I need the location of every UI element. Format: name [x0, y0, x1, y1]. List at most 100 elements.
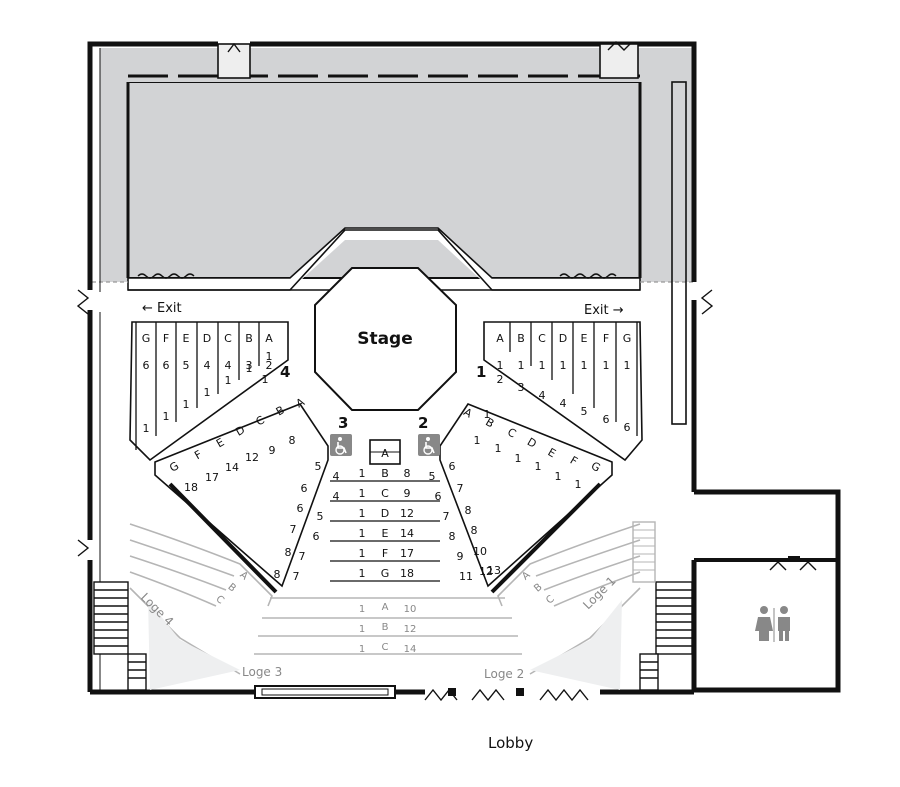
- loge-row-label: B: [382, 622, 389, 633]
- seat-number: 6: [603, 413, 610, 426]
- section-1-label: 1: [476, 363, 486, 381]
- seat-number: 5: [429, 470, 436, 483]
- seat-number: 7: [290, 523, 297, 536]
- seat-number: 6: [163, 359, 170, 372]
- seat-number: 1: [515, 452, 522, 465]
- stage: Stage: [314, 267, 457, 411]
- seat-number: 4: [333, 490, 340, 503]
- row-label: B: [381, 467, 389, 480]
- seat-number: 6: [297, 502, 304, 515]
- building-walls: [76, 41, 841, 702]
- loge-area: Loge 4 Loge 1 Loge 3 Loge 2: [129, 521, 656, 690]
- row-label: F: [382, 547, 388, 560]
- seat-number: 1: [183, 398, 190, 411]
- seat-number: 6: [301, 482, 308, 495]
- loge3-label: Loge 3: [242, 665, 282, 679]
- center-section: [330, 439, 440, 582]
- seat-number: 18: [400, 567, 414, 580]
- seat-number: 1: [581, 359, 588, 372]
- loge-row-label: A: [237, 570, 249, 583]
- loge-seat-number: 1: [359, 604, 365, 615]
- seat-number: 8: [285, 546, 292, 559]
- seat-number: 1: [560, 359, 567, 372]
- seat-number: 9: [404, 487, 411, 500]
- seat-number: 12: [400, 507, 414, 520]
- seat-number: 8: [289, 434, 296, 447]
- seat-number: 7: [293, 570, 300, 583]
- seat-number: 4: [204, 359, 211, 372]
- row-label: C: [538, 332, 546, 345]
- loge-row-label: C: [544, 594, 556, 607]
- seat-number: 1: [474, 434, 481, 447]
- seat-number: 1: [204, 386, 211, 399]
- row-label: C: [381, 487, 389, 500]
- seat-number: 6: [143, 359, 150, 372]
- row-label: D: [203, 332, 211, 345]
- row-label: C: [224, 332, 232, 345]
- row-label: B: [517, 332, 525, 345]
- row-label: D: [559, 332, 567, 345]
- row-label: E: [183, 332, 190, 345]
- section-1: [483, 321, 643, 462]
- loge2-label: Loge 2: [484, 667, 524, 681]
- seat-number: 1: [359, 547, 366, 560]
- backstage-area: [92, 48, 694, 291]
- seat-number: 1: [266, 350, 273, 363]
- section-4-label: 4: [280, 363, 290, 381]
- loge-seat-number: 10: [404, 604, 417, 615]
- row-label: A: [496, 332, 504, 345]
- wheelchair-icon: [330, 434, 352, 456]
- row-label: F: [163, 332, 169, 345]
- seat-number: 6: [624, 421, 631, 434]
- seat-number: 17: [205, 471, 219, 484]
- seat-number: 1: [225, 374, 232, 387]
- seat-number: 1: [359, 527, 366, 540]
- seat-number: 1: [624, 359, 631, 372]
- seat-number: 1: [539, 359, 546, 372]
- seat-number: 1: [359, 487, 366, 500]
- seat-number: 17: [400, 547, 414, 560]
- loge-row-label: B: [225, 582, 237, 595]
- exit-left-label: ← Exit: [142, 301, 182, 316]
- seat-number: 11: [459, 570, 473, 583]
- seat-number: 1: [575, 478, 582, 491]
- seat-number: 5: [317, 510, 324, 523]
- seat-number: 1: [359, 467, 366, 480]
- row-label: B: [245, 332, 253, 345]
- row-label: A: [265, 332, 273, 345]
- seat-number: 1: [495, 442, 502, 455]
- seat-number: 9: [457, 550, 464, 563]
- seat-number: 4: [225, 359, 232, 372]
- seat-number: 1: [497, 359, 504, 372]
- section-3-label: 3: [338, 414, 348, 432]
- seat-number: 4: [539, 389, 546, 402]
- loge-row-label: C: [382, 642, 389, 653]
- seat-number: 2: [497, 373, 504, 386]
- row-label: G: [142, 332, 151, 345]
- seat-number: 1: [535, 460, 542, 473]
- seat-number: 12: [245, 451, 259, 464]
- seat-number: 18: [184, 481, 198, 494]
- stage-label: Stage: [357, 329, 413, 349]
- seat-number: 1: [555, 470, 562, 483]
- seat-number: 7: [299, 550, 306, 563]
- seat-number: 5: [581, 405, 588, 418]
- lobby-label: Lobby: [488, 734, 533, 752]
- seat-number: 5: [315, 460, 322, 473]
- seat-number: 8: [471, 524, 478, 537]
- loge-row-label: B: [532, 582, 544, 595]
- seat-number: 8: [465, 504, 472, 517]
- loge-seat-number: 12: [404, 624, 417, 635]
- row-label: G: [623, 332, 632, 345]
- seat-number: 12: [479, 565, 493, 578]
- wheelchair-icon: [418, 434, 440, 456]
- loge-seat-number: 1: [359, 624, 365, 635]
- seat-number: 1: [603, 359, 610, 372]
- seat-number: 1: [359, 567, 366, 580]
- seat-number: 1: [246, 362, 253, 375]
- seat-number: 7: [457, 482, 464, 495]
- restroom-icon: [755, 606, 790, 642]
- seat-number: 14: [400, 527, 414, 540]
- exit-right-label: Exit →: [584, 303, 624, 318]
